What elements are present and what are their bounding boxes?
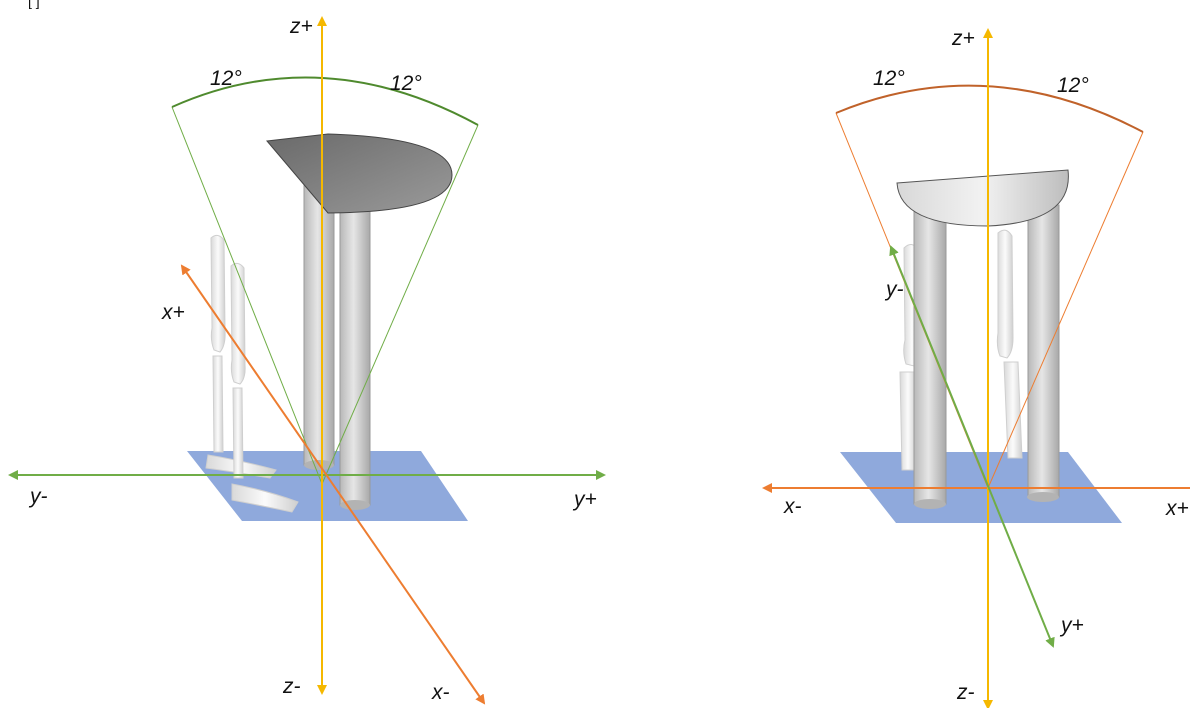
right-y-axis xyxy=(889,245,1055,648)
right-z-neg-label: z- xyxy=(956,681,975,704)
left-y-pos-label: y+ xyxy=(572,488,597,511)
right-y-pos-label: y+ xyxy=(1059,614,1084,637)
right-pillar-left-base xyxy=(914,499,946,509)
right-pillar-right xyxy=(1027,204,1060,498)
right-pillar-right-base xyxy=(1027,492,1059,502)
left-angle-label-2: 12° xyxy=(390,72,422,95)
left-x-axis xyxy=(180,264,486,705)
top-fragment-text: [ ] xyxy=(28,0,40,9)
left-z-pos-label: z+ xyxy=(289,15,313,38)
left-x-neg-label: x- xyxy=(431,681,450,704)
left-x-pos-label: x+ xyxy=(161,301,185,324)
right-y-neg-label: y- xyxy=(884,278,904,301)
right-x-neg-label: x- xyxy=(783,495,802,518)
left-pillar-back xyxy=(303,184,335,466)
right-angle-arc xyxy=(835,84,1144,133)
right-z-pos-label: z+ xyxy=(951,27,975,50)
right-pillar-left xyxy=(913,207,947,505)
right-angle-label-2: 12° xyxy=(1057,74,1089,97)
right-x-pos-label: x+ xyxy=(1165,497,1189,520)
right-angle-label-1: 12° xyxy=(873,67,905,90)
left-top-surface xyxy=(266,133,453,214)
left-pillar-front xyxy=(339,204,371,506)
left-z-neg-label: z- xyxy=(282,675,301,698)
left-y-neg-label: y- xyxy=(28,485,48,508)
right-panel: z+ z- x- x+ y- y+ 12° 12° xyxy=(762,27,1190,708)
left-panel: z+ z- x+ x- y- y+ 12° 12° xyxy=(8,15,606,705)
left-angle-label-1: 12° xyxy=(210,67,242,90)
